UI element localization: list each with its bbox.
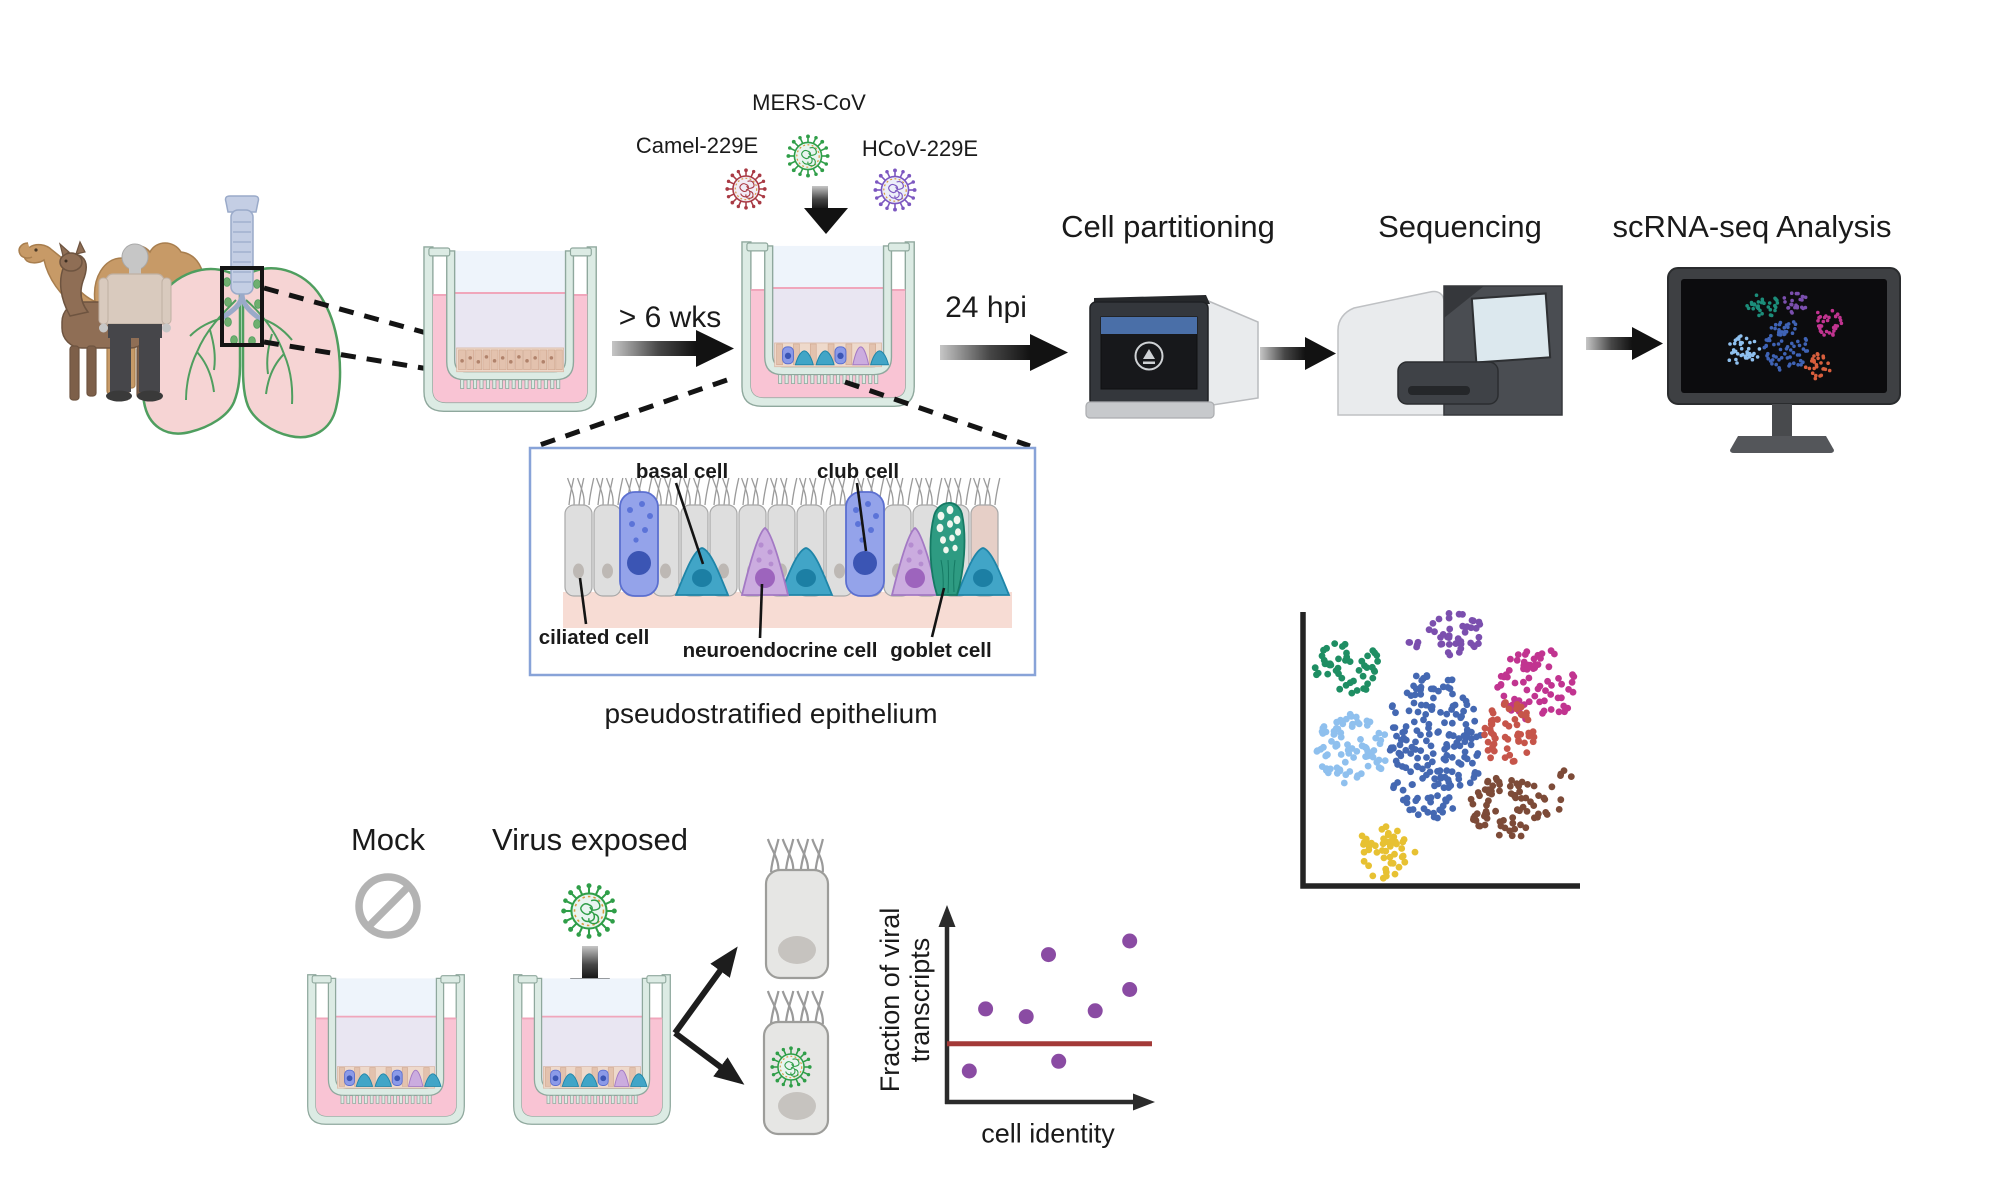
culture-time-label: > 6 wks	[618, 301, 722, 334]
eject-button-icon	[1134, 341, 1164, 371]
mock-condition	[306, 873, 466, 1126]
virus-exposed-condition	[512, 882, 672, 1126]
goblet-cell	[929, 502, 966, 596]
club-cells	[619, 491, 885, 597]
ciliated-cell-label: ciliated cell	[538, 626, 650, 649]
uninfected-cell	[764, 838, 830, 980]
neuroendocrine-cell-label: neuroendocrine cell	[682, 639, 878, 662]
hcov-229e-virus-icon	[872, 167, 918, 213]
sequencing-instrument	[1337, 285, 1563, 416]
mers-virus-icon	[785, 133, 831, 179]
source-illustration	[18, 195, 460, 439]
human-illustration	[98, 243, 172, 402]
arrow-6wks	[612, 330, 734, 367]
epithelium-inset	[528, 377, 1037, 677]
basal-cell-label: basal cell	[635, 460, 729, 483]
scatter-ylabel: Fraction of viral transcripts	[874, 907, 935, 1093]
arrow-to-analysis	[1586, 327, 1663, 360]
tsne-plot	[1300, 610, 1580, 889]
inset-dashed-connectors	[533, 377, 1031, 450]
monitor-tsne-plot	[1727, 291, 1844, 381]
scrna-analysis-label: scRNA-seq Analysis	[1612, 209, 1892, 244]
sequencing-label: Sequencing	[1378, 209, 1542, 244]
infection-time-label: 24 hpi	[945, 291, 1027, 324]
transwell-initial	[422, 245, 598, 413]
infected-cell	[762, 990, 830, 1136]
camel-229e-virus-icon	[724, 167, 768, 211]
scatter-points	[947, 933, 1152, 1079]
branch-arrows	[672, 946, 745, 1085]
goblet-cell-label: goblet cell	[890, 639, 992, 662]
viral-fraction-plot	[938, 905, 1155, 1111]
trachea-illustration	[220, 195, 264, 346]
inset-pointer-lines	[578, 482, 946, 639]
arrow-to-sequencer	[1260, 337, 1336, 370]
arrow-inoculation	[804, 186, 848, 234]
mers-label: MERS-CoV	[752, 90, 866, 115]
club-cell-label: club cell	[816, 460, 900, 483]
cell-partitioning-label: Cell partitioning	[1061, 209, 1275, 244]
arrow-24hpi	[940, 334, 1068, 371]
basement-membrane	[563, 592, 1012, 628]
hcov-229e-label: HCoV-229E	[861, 136, 979, 161]
cell-partitioning-instrument	[1085, 295, 1259, 419]
intracellular-virus-icon	[769, 1045, 813, 1089]
virus-panel	[724, 133, 918, 234]
virus-exposed-label: Virus exposed	[492, 822, 688, 857]
inset-caption: pseudostratified epithelium	[604, 698, 938, 729]
exposure-virus-icon	[560, 882, 618, 940]
trachea-zoom-rectangle	[220, 266, 264, 347]
transwell-infected	[740, 240, 916, 408]
mock-label: Mock	[350, 822, 426, 857]
tsne-cluster-dots	[1311, 610, 1578, 882]
prohibition-icon	[355, 873, 421, 939]
neuroendocrine-cells	[740, 526, 940, 596]
basal-cells	[674, 547, 1011, 596]
scatter-xlabel: cell identity	[981, 1118, 1115, 1149]
analysis-monitor	[1667, 267, 1901, 453]
camel-229e-label: Camel-229E	[635, 133, 759, 158]
